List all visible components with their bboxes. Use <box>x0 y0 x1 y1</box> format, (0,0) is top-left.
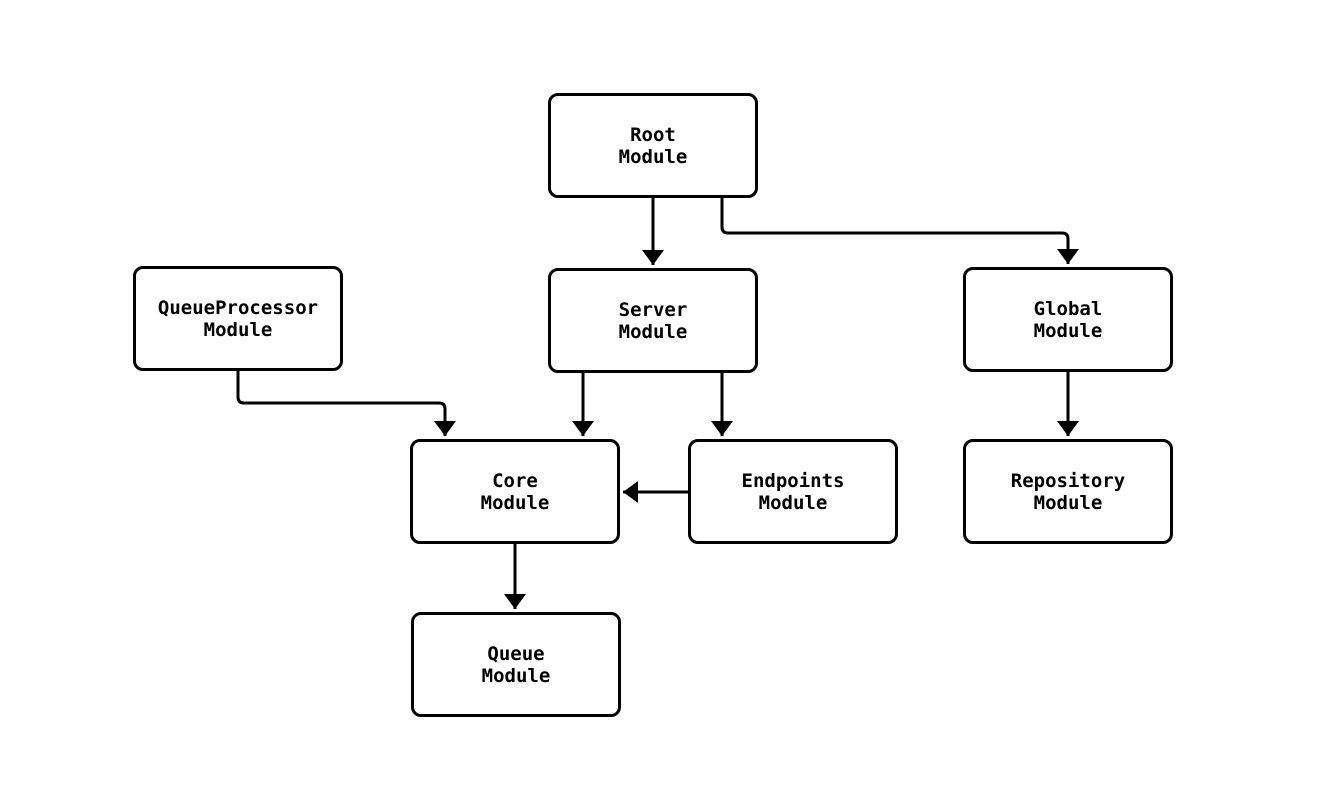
node-queueprocessor-module: QueueProcessor Module <box>133 266 343 371</box>
node-queueprocessor-subtitle: Module <box>203 318 273 341</box>
node-endpoints-subtitle: Module <box>758 491 828 514</box>
node-global-module: Global Module <box>963 267 1173 372</box>
node-server-subtitle: Module <box>618 320 688 343</box>
node-core-module: Core Module <box>410 439 620 544</box>
node-endpoints-title: Endpoints <box>741 469 845 492</box>
node-core-title: Core <box>492 469 538 492</box>
node-root-subtitle: Module <box>618 145 688 168</box>
node-queueprocessor-title: QueueProcessor <box>157 296 319 319</box>
node-repository-title: Repository <box>1010 469 1126 492</box>
node-core-subtitle: Module <box>480 491 550 514</box>
node-server-module: Server Module <box>548 268 758 373</box>
node-global-subtitle: Module <box>1033 319 1103 342</box>
node-global-title: Global <box>1033 297 1103 320</box>
edge-queueprocessor-to-core <box>236 371 456 436</box>
node-endpoints-module: Endpoints Module <box>688 439 898 544</box>
node-root-title: Root <box>630 123 676 146</box>
node-repository-subtitle: Module <box>1033 491 1103 514</box>
node-queue-module: Queue Module <box>411 612 621 717</box>
edge-root-to-global <box>720 198 1079 264</box>
node-root-module: Root Module <box>548 93 758 198</box>
node-repository-module: Repository Module <box>963 439 1173 544</box>
node-server-title: Server <box>618 298 688 321</box>
node-queue-subtitle: Module <box>481 664 551 687</box>
node-queue-title: Queue <box>487 642 545 665</box>
